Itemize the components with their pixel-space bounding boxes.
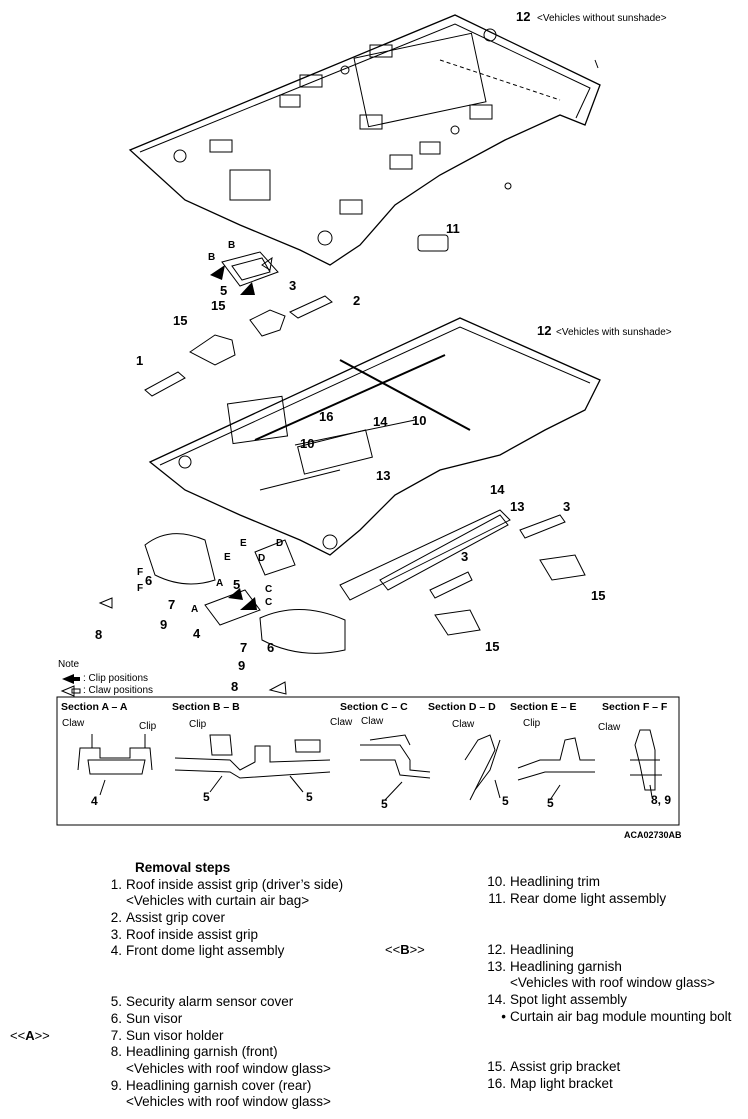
letter-f1: F <box>137 567 143 578</box>
assist-grip-1 <box>144 371 186 397</box>
sec-c-claw: Claw <box>361 716 384 727</box>
assist-grip-3 <box>289 295 333 319</box>
callout-3c: 3 <box>461 549 468 564</box>
section-c-title: Section C – C <box>340 701 408 713</box>
sec-a-part: 4 <box>91 794 98 808</box>
headlining-lower <box>148 317 601 556</box>
letter-b1: B <box>228 240 235 251</box>
sec-e-clip: Clip <box>523 718 541 729</box>
note-with-sunshade: <Vehicles with sunshade> <box>556 327 672 338</box>
callout-5b: 5 <box>233 577 240 592</box>
sec-d-part: 5 <box>502 794 509 808</box>
callout-11: 11 <box>446 221 460 236</box>
callout-10a: 10 <box>300 436 314 451</box>
section-f-title: Section F – F <box>602 701 668 713</box>
sun-visor-a <box>144 533 216 585</box>
callout-13a: 13 <box>376 468 390 483</box>
callout-4: 4 <box>193 626 201 641</box>
callout-14a: 14 <box>373 414 388 429</box>
callout-6a: 6 <box>145 573 152 588</box>
letter-d1: D <box>276 538 283 549</box>
note-title: Note <box>58 659 80 670</box>
removal-heading: Removal steps <box>135 860 231 875</box>
letter-c2: C <box>265 597 272 608</box>
section-a-title: Section A – A <box>61 701 128 713</box>
security-alarm-cover <box>221 251 279 287</box>
headlining-upper <box>128 14 601 266</box>
callout-8a: 8 <box>95 627 102 642</box>
callout-12-top: 12 <box>516 9 530 24</box>
callout-9b: 9 <box>238 658 245 673</box>
callout-12-mid: 12 <box>537 323 551 338</box>
callout-16: 16 <box>319 409 333 424</box>
callout-14b: 14 <box>490 482 505 497</box>
note-without-sunshade: <Vehicles without sunshade> <box>537 13 667 24</box>
letter-b2: B <box>208 252 215 263</box>
callout-15c: 15 <box>591 588 605 603</box>
sec-a-clip: Clip <box>139 721 157 732</box>
sec-b-claw: Claw <box>330 717 353 728</box>
letter-a2: A <box>191 604 198 615</box>
callout-3a: 3 <box>289 278 296 293</box>
figure-code: ACA02730AB <box>624 830 682 840</box>
callout-9a: 9 <box>160 617 167 632</box>
letter-e1: E <box>240 538 247 549</box>
tag-b: <<B>> <box>385 942 425 957</box>
sun-visor-b <box>259 609 346 654</box>
sec-c-part: 5 <box>381 797 388 811</box>
callout-10b: 10 <box>412 413 426 428</box>
bracket-15b <box>249 309 286 337</box>
note-claw: : Claw positions <box>83 685 153 696</box>
rear-dome-light <box>417 234 449 252</box>
exploded-diagram: 12 11 12 1 2 3 15 15 16 14 13 10 10 14 1… <box>56 9 682 840</box>
sec-f-part: 8, 9 <box>651 793 671 807</box>
letter-a1: A <box>216 578 223 589</box>
letter-f2: F <box>137 583 143 594</box>
bracket-15a <box>189 334 236 366</box>
sec-e-part: 5 <box>547 796 554 810</box>
letter-d2: D <box>258 553 265 564</box>
tag-a: <<A>> <box>10 1028 50 1043</box>
letter-c1: C <box>265 584 272 595</box>
headlining-garnish <box>379 514 509 591</box>
callout-3b: 3 <box>563 499 570 514</box>
callout-7a: 7 <box>168 597 175 612</box>
callout-15a: 15 <box>211 298 225 313</box>
note-clip: : Clip positions <box>83 673 148 684</box>
sec-a-claw: Claw <box>62 718 85 729</box>
callout-8b: 8 <box>231 679 238 694</box>
callout-2: 2 <box>353 293 360 308</box>
sec-d-claw: Claw <box>452 719 475 730</box>
sec-b-part2: 5 <box>306 790 313 804</box>
callout-15b: 15 <box>173 313 187 328</box>
callout-6b: 6 <box>267 640 274 655</box>
sec-b-part: 5 <box>203 790 210 804</box>
sec-b-clip: Clip <box>189 719 207 730</box>
section-d-title: Section D – D <box>428 701 496 713</box>
sec-f-claw: Claw <box>598 722 621 733</box>
section-b-title: Section B – B <box>172 701 240 713</box>
callout-5a: 5 <box>220 283 227 298</box>
callout-13b: 13 <box>510 499 524 514</box>
section-e-title: Section E – E <box>510 701 577 713</box>
spot-light-assembly <box>339 509 511 601</box>
callout-15d: 15 <box>485 639 499 654</box>
callout-1: 1 <box>136 353 143 368</box>
callout-7b: 7 <box>240 640 247 655</box>
letter-e2: E <box>224 552 231 563</box>
